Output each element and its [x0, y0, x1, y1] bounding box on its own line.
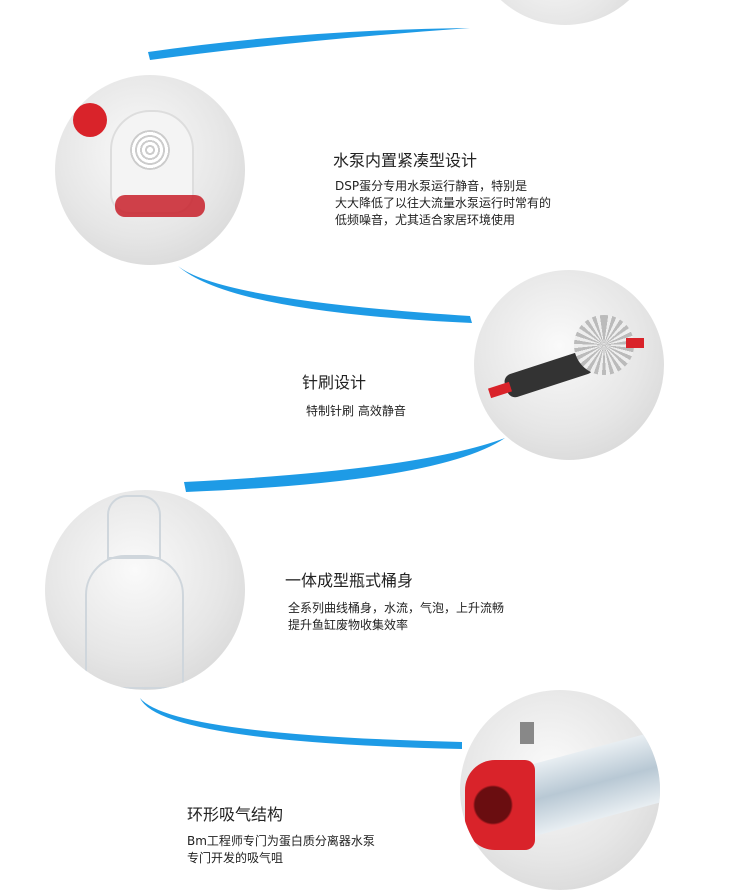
text-line: 提升鱼缸废物收集效率 [288, 618, 409, 632]
text-line: Bm工程师专门为蛋白质分离器水泵 [187, 834, 375, 848]
text-line: 特制针刷 高效静音 [306, 404, 406, 418]
swoosh-1 [148, 28, 470, 60]
red-valve-knob [73, 103, 107, 137]
bottle-body-image [45, 490, 245, 690]
swoosh-4 [140, 698, 462, 749]
section-2-text: 特制针刷 高效静音 [306, 403, 406, 420]
section-1-title: 水泵内置紧凑型设计 [333, 151, 478, 170]
swoosh-3 [184, 438, 505, 492]
grey-air-fitting [520, 722, 534, 744]
pump-image [55, 75, 245, 265]
section-4-text: Bm工程师专门为蛋白质分离器水泵 专门开发的吸气咀 [187, 833, 375, 867]
air-intake-image [460, 690, 660, 890]
text-line: 专门开发的吸气咀 [187, 851, 284, 865]
section-3-text: 全系列曲线桶身，水流，气泡，上升流畅 提升鱼缸废物收集效率 [288, 600, 504, 634]
section-3-title: 一体成型瓶式桶身 [285, 571, 414, 590]
text-line: DSP蛋分专用水泵运行静音，特别是 [335, 179, 528, 193]
red-base [115, 195, 205, 217]
pump-grille [130, 130, 170, 170]
section-4-title: 环形吸气结构 [187, 805, 284, 824]
red-shaft-end [487, 381, 513, 399]
impeller-image [474, 270, 664, 460]
bottle-body [85, 555, 184, 689]
bottle-neck [107, 495, 161, 559]
swoosh-2 [178, 266, 472, 323]
red-shaft-tip [626, 338, 644, 348]
text-line: 大大降低了以往大流量水泵运行时常有的 [335, 196, 552, 210]
section-1-text: DSP蛋分专用水泵运行静音，特别是 大大降低了以往大流量水泵运行时常有的 低频噪… [335, 178, 551, 229]
text-line: 低频噪音，尤其适合家居环境使用 [335, 213, 516, 227]
needle-wheel [574, 315, 634, 375]
red-intake-nozzle [465, 760, 535, 850]
text-line: 全系列曲线桶身，水流，气泡，上升流畅 [288, 601, 505, 615]
section-2-title: 针刷设计 [302, 373, 367, 392]
